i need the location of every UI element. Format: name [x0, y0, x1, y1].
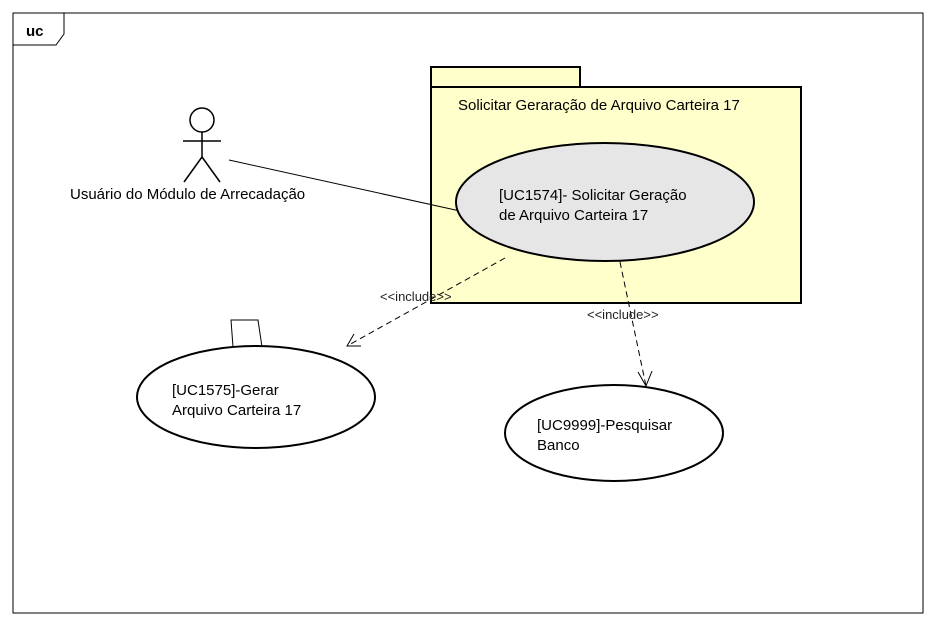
include-line-uc1575[interactable] — [346, 257, 506, 347]
usecase-uc9999-line2: Banco — [537, 437, 580, 454]
actor-name: Usuário do Módulo de Arrecadação — [70, 186, 305, 203]
package-tab[interactable] — [430, 66, 581, 88]
include-label-uc9999: <<include>> — [587, 307, 659, 322]
usecase-uc9999-line1: [UC9999]-Pesquisar — [537, 417, 672, 434]
usecase-uc1575[interactable] — [136, 345, 376, 449]
frame-tag-box — [12, 12, 65, 46]
frame-tag: uc — [26, 23, 44, 40]
usecase-uc1575-line2: Arquivo Carteira 17 — [172, 402, 301, 419]
include-arrowhead-uc1575 — [346, 333, 361, 347]
usecase-uc9999[interactable] — [504, 384, 724, 482]
usecase-uc1575-line1: [UC1575]-Gerar — [172, 382, 279, 399]
usecase-uc1574[interactable] — [455, 142, 755, 262]
include-label-uc1575: <<include>> — [380, 289, 452, 304]
package-name: Solicitar Geraração de Arquivo Carteira … — [458, 97, 740, 114]
include-line-uc9999[interactable] — [619, 261, 647, 387]
association-line[interactable] — [228, 159, 461, 212]
usecase-uc1574-line2: de Arquivo Carteira 17 — [499, 207, 648, 224]
usecase-uc1574-line1: [UC1574]- Solicitar Geração — [499, 187, 687, 204]
actor-figure[interactable] — [183, 107, 221, 183]
detached-shape — [230, 319, 263, 348]
